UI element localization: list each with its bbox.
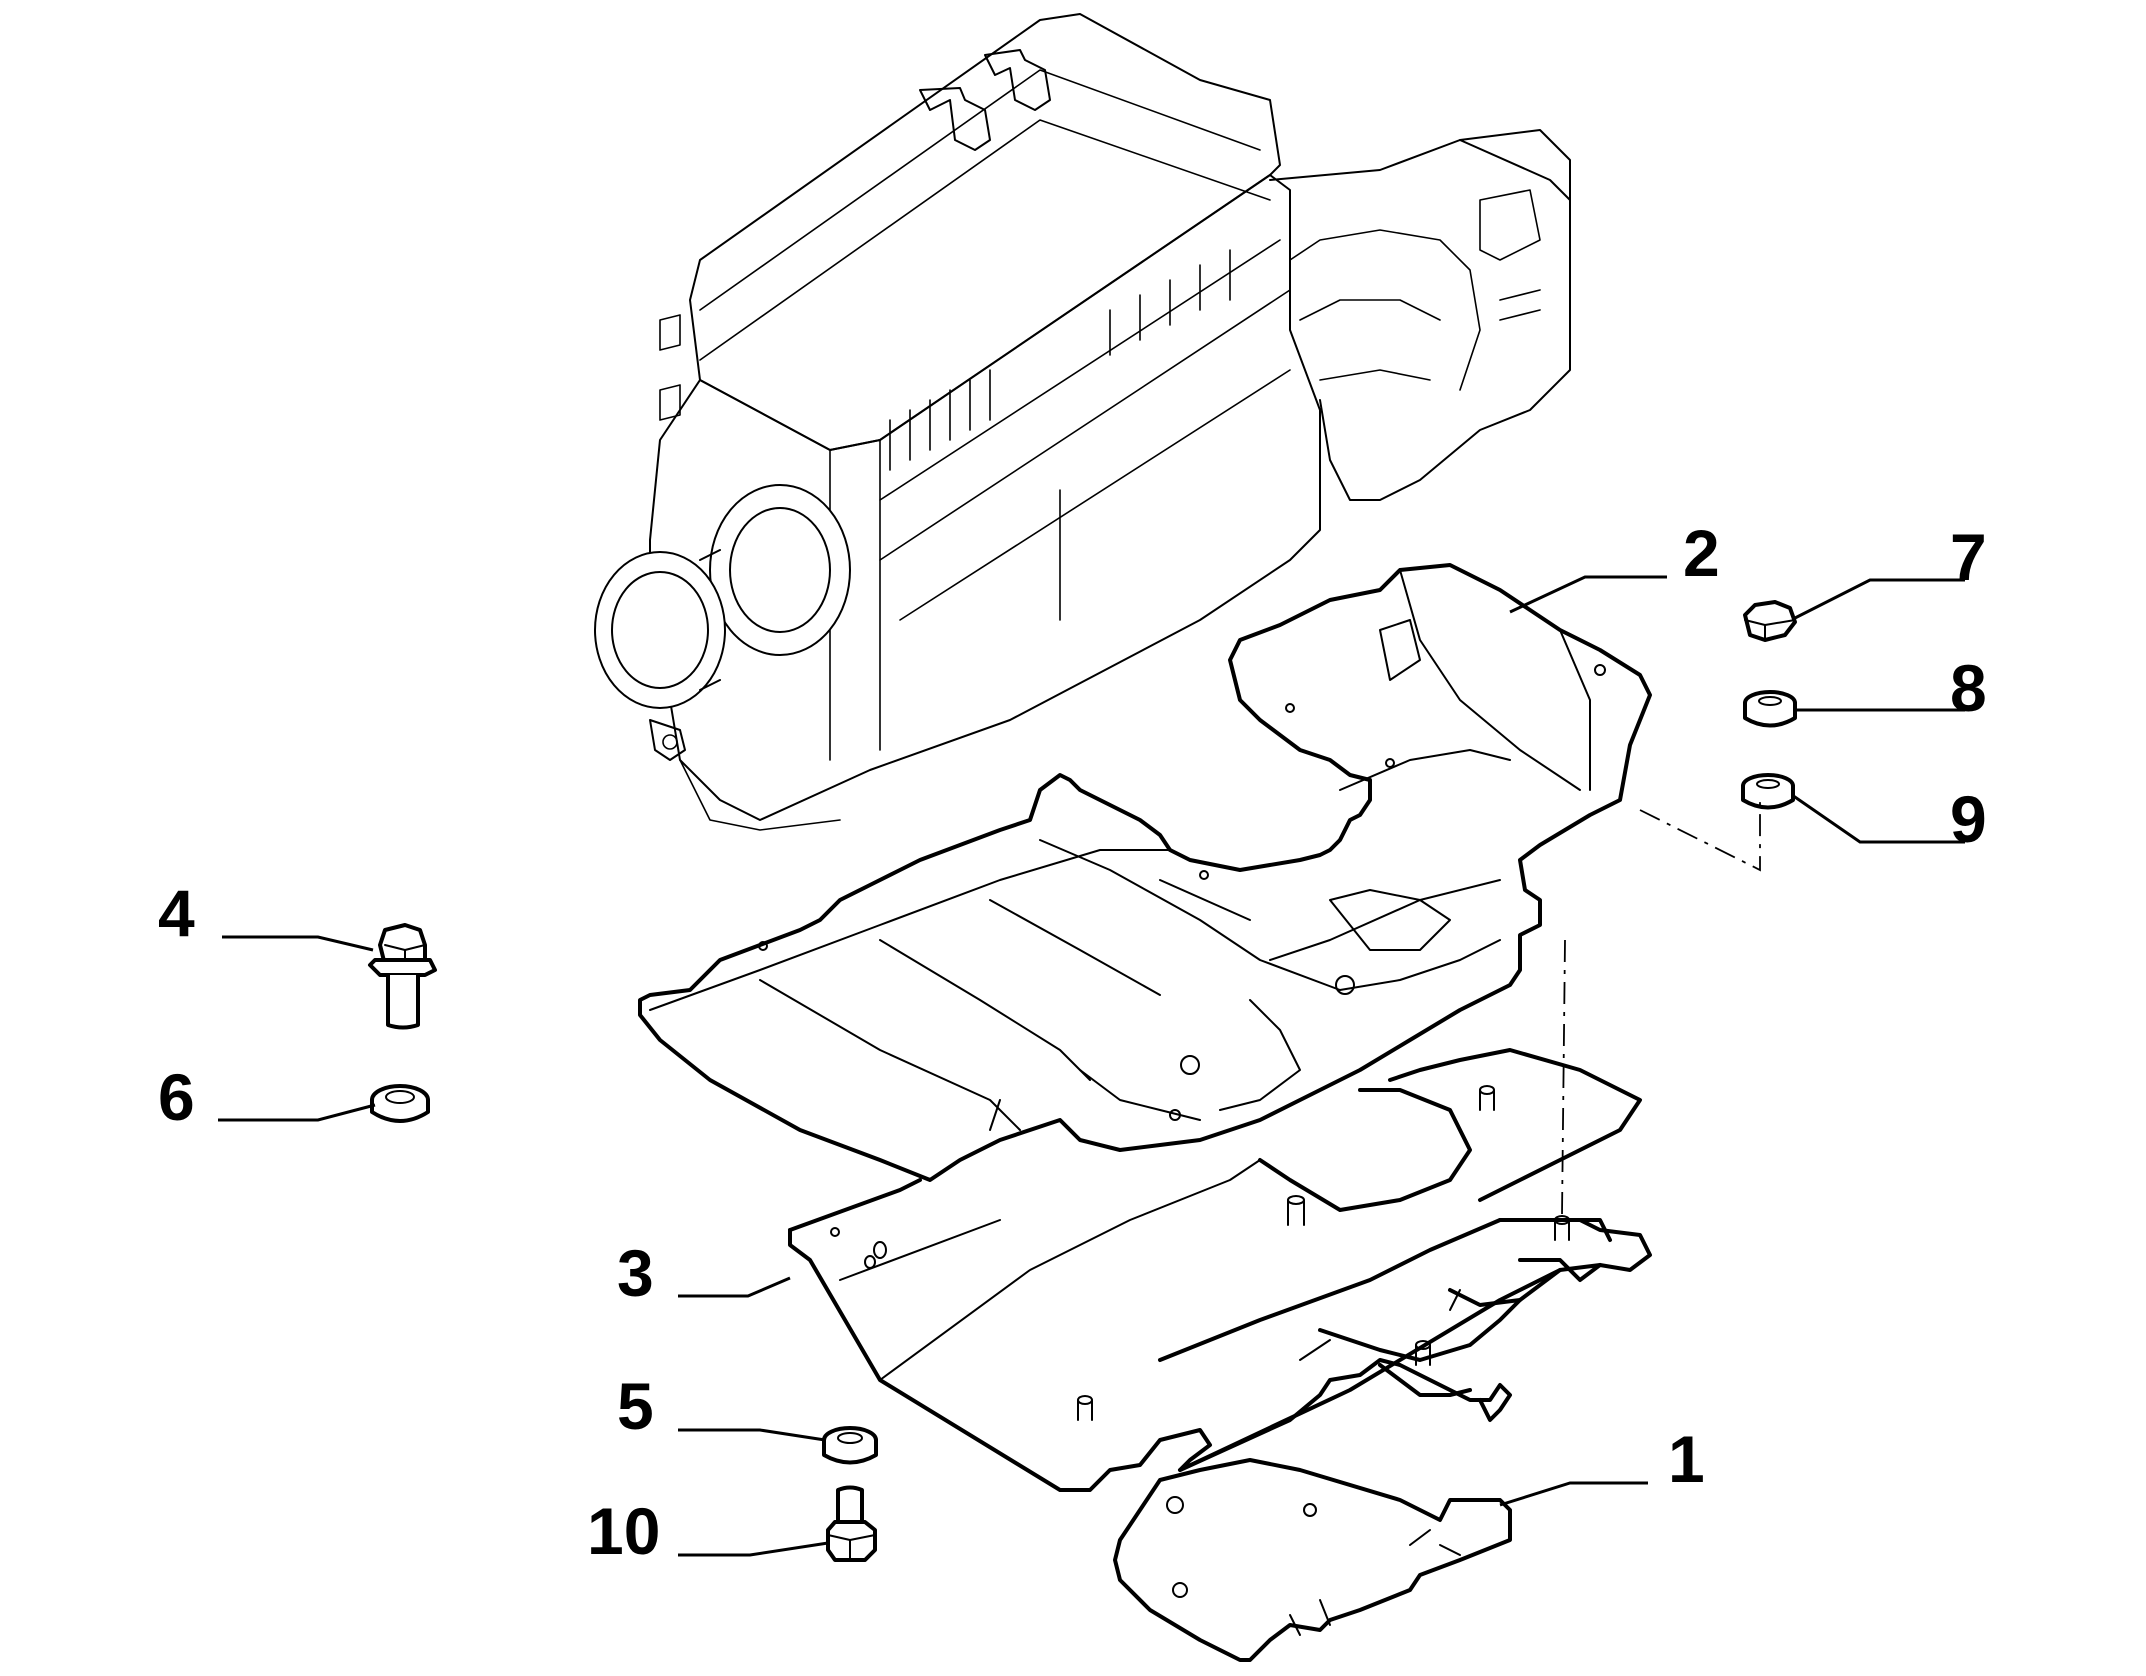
leader-line-1 [1499,1481,1648,1507]
leader-line-9 [1791,793,1965,844]
part-4-bolt [368,923,437,1030]
leader-line-3 [678,1276,791,1298]
part-8-spacer [1743,690,1797,728]
leader-lines [218,575,1965,1557]
part-6-washer [370,1084,430,1123]
part-10-screw [826,1485,877,1562]
callout-3: 3 [617,1236,654,1310]
part-1-bottom-plate [1113,1458,1512,1662]
assembly-axis-line [1561,939,1566,1216]
callout-1: 1 [1668,1422,1705,1496]
part-3-lower-shield [788,1048,1652,1492]
leader-line-4 [222,935,374,952]
part-9-bushing [1741,773,1795,810]
leader-line-5 [678,1428,826,1442]
leader-line-2 [1509,575,1667,614]
callout-4: 4 [158,876,195,950]
part-7-nut [1743,600,1797,642]
leader-line-10 [678,1541,829,1557]
callout-6: 6 [158,1060,195,1134]
callout-8: 8 [1950,651,1987,725]
part-5-washer [822,1426,878,1465]
part-2-upper-shield [638,563,1652,1182]
callout-5: 5 [617,1369,654,1443]
callout-9: 9 [1950,782,1987,856]
engine-block [594,13,1571,831]
assembly-axis-line [1639,800,1761,872]
callout-7: 7 [1950,520,1987,594]
leader-line-7 [1794,578,1965,620]
callout-2: 2 [1683,516,1720,590]
callout-10: 10 [587,1494,661,1568]
leader-line-6 [218,1103,376,1122]
